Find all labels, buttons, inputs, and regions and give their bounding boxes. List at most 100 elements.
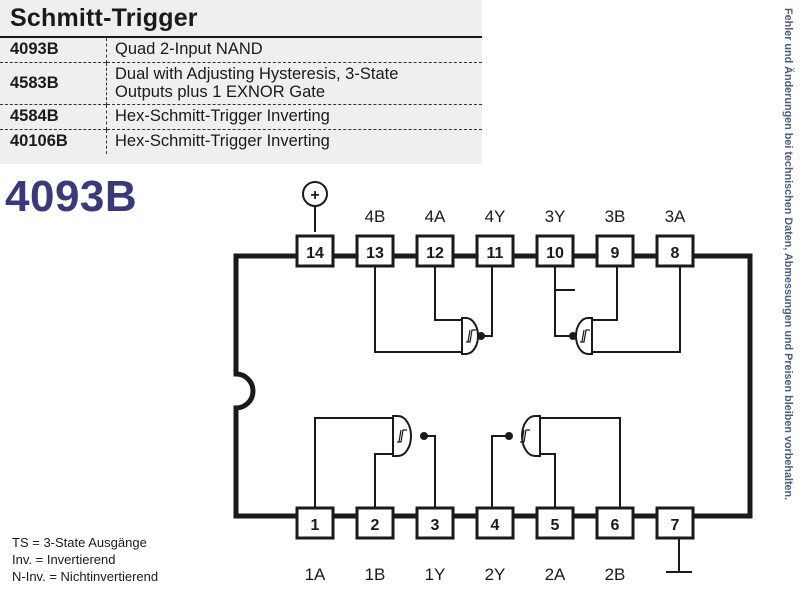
part-description: Hex-Schmitt-Trigger Inverting: [115, 132, 330, 151]
nand-gate-4: [461, 317, 479, 355]
pin-number: 5: [551, 517, 560, 534]
pin-label: 1B: [365, 565, 386, 584]
pin-box-6: [595, 506, 635, 540]
nand-bubble-4: [477, 332, 485, 340]
hysteresis-symbol: [580, 329, 590, 343]
disclaimer-side-note: Fehler und Änderungen bei technischen Da…: [777, 8, 795, 593]
gate1-wire-a: [314, 417, 393, 516]
pin-box-8: [655, 234, 695, 268]
pin-box-3: [415, 506, 455, 540]
legend-meaning: 3-State Ausgänge: [43, 535, 147, 550]
gate1-wire-y: [425, 435, 436, 516]
abbreviation-legend: TS = 3-State Ausgänge Inv. = Invertieren…: [12, 534, 158, 585]
gate2-wire-a: [540, 453, 556, 516]
bottom-pin-row: 1 2 3 4 5 6 7 1A 1B 1Y 2Y 2A 2B: [295, 506, 695, 584]
title-divider: [0, 36, 482, 38]
pin-number: 4: [491, 517, 500, 534]
gate4-wire-a: [374, 256, 462, 353]
legend-row: N-Inv. = Nichtinvertierend: [12, 569, 159, 584]
chip-body: [233, 253, 753, 519]
pin-number: 7: [671, 517, 680, 534]
part-description: Quad 2-Input NAND: [115, 40, 263, 59]
pin-label: 3B: [605, 207, 626, 226]
pin-box-10: [535, 234, 575, 268]
part-number: 4583B: [0, 62, 107, 105]
gate3-wire-a: [592, 256, 681, 353]
pin-label: 4Y: [485, 207, 506, 226]
pin-number: 8: [671, 245, 680, 262]
pin-box-9: [595, 234, 635, 268]
pin-label: 2A: [545, 565, 566, 584]
nand-gate-2: [521, 415, 541, 457]
nand-bubble-1: [420, 432, 428, 440]
gate4-wire-b: [434, 256, 462, 321]
power-symbol-circle: [302, 181, 328, 207]
part-description-line: Dual with Adjusting Hysteresis, 3-State: [115, 65, 399, 83]
part-number: 4584B: [0, 104, 107, 130]
gate3-wire-b: [592, 256, 618, 321]
gate2-wire-y: [491, 435, 508, 516]
nand-bubble-2: [505, 432, 513, 440]
pin-number: 14: [306, 245, 324, 262]
pin-box-4: [475, 506, 515, 540]
top-pin-row: 14 13 12 11 10 9 8 4B 4A 4Y 3Y 3B 3A: [295, 207, 695, 268]
nand-gate-3: [575, 317, 593, 355]
pin-box-13: [355, 234, 395, 268]
pin-number: 3: [431, 517, 440, 534]
pin-box-2: [355, 506, 395, 540]
gate4-wire-y: [478, 256, 493, 337]
part-description: Hex-Schmitt-Trigger Inverting: [115, 107, 330, 126]
header-panel: Schmitt-Trigger 4093B Quad 2-Input NAND …: [0, 0, 482, 164]
pin-label: 1A: [305, 565, 326, 584]
pin-number: 9: [611, 245, 620, 262]
hysteresis-symbol: [520, 429, 530, 443]
pinout-diagram: 14 13 12 11 10 9 8 4B 4A 4Y 3Y 3B 3A 1 2…: [233, 181, 753, 584]
nand-bubble-3: [569, 332, 577, 340]
gate1-wire-b: [374, 453, 393, 516]
table-row: 40106B Hex-Schmitt-Trigger Inverting: [0, 129, 482, 154]
ic-family-table: 4093B Quad 2-Input NAND 4583B Dual with …: [0, 38, 482, 154]
pin-label: 3Y: [545, 207, 566, 226]
part-number: 40106B: [0, 129, 107, 154]
legend-term: Inv.: [12, 552, 32, 567]
pin-number: 10: [546, 245, 564, 262]
gate2-wire-b: [540, 417, 621, 516]
pin-number: 1: [311, 517, 320, 534]
hysteresis-symbol: [466, 329, 476, 343]
part-number: 4093B: [0, 38, 107, 63]
pin-box-1: [295, 506, 335, 540]
gate3-wire-y: [554, 256, 575, 337]
hysteresis-symbol: [397, 429, 407, 443]
pin-box-14: [295, 234, 335, 268]
pin-label: 4B: [365, 207, 386, 226]
table-row: 4093B Quad 2-Input NAND: [0, 38, 482, 63]
pin-number: 11: [487, 245, 504, 262]
sheet-title: Schmitt-Trigger: [10, 4, 198, 32]
pin-box-12: [415, 234, 455, 268]
legend-term: N-Inv.: [12, 569, 46, 584]
table-row: 4584B Hex-Schmitt-Trigger Inverting: [0, 104, 482, 130]
pin-number: 13: [366, 245, 384, 262]
table-row: 4583B Dual with Adjusting Hysteresis, 3-…: [0, 62, 483, 105]
legend-term: TS: [12, 535, 29, 550]
pin-box-11: [475, 234, 515, 268]
pin-box-5: [535, 506, 575, 540]
pin-label: 3A: [665, 207, 686, 226]
pin-box-7: [655, 506, 695, 540]
pin-label: 2Y: [485, 565, 506, 584]
part-description: Dual with Adjusting Hysteresis, 3-State …: [107, 63, 483, 105]
legend-meaning: Nichtinvertierend: [60, 569, 159, 584]
chip-title: 4093B: [5, 172, 138, 221]
power-plus-icon: +: [310, 187, 319, 204]
legend-row: TS = 3-State Ausgänge: [12, 535, 147, 550]
pin-label: 2B: [605, 565, 626, 584]
pin-label: 4A: [425, 207, 446, 226]
disclaimer-text: Fehler und Änderungen bei technischen Da…: [782, 8, 794, 501]
pin-number: 12: [426, 245, 444, 262]
pin-number: 2: [371, 517, 380, 534]
part-description-line: Outputs plus 1 EXNOR Gate: [115, 82, 326, 101]
legend-row: Inv. = Invertierend: [12, 552, 116, 567]
legend-meaning: Invertierend: [46, 552, 116, 567]
pin-number: 6: [611, 517, 620, 534]
pin-label: 1Y: [425, 565, 446, 584]
